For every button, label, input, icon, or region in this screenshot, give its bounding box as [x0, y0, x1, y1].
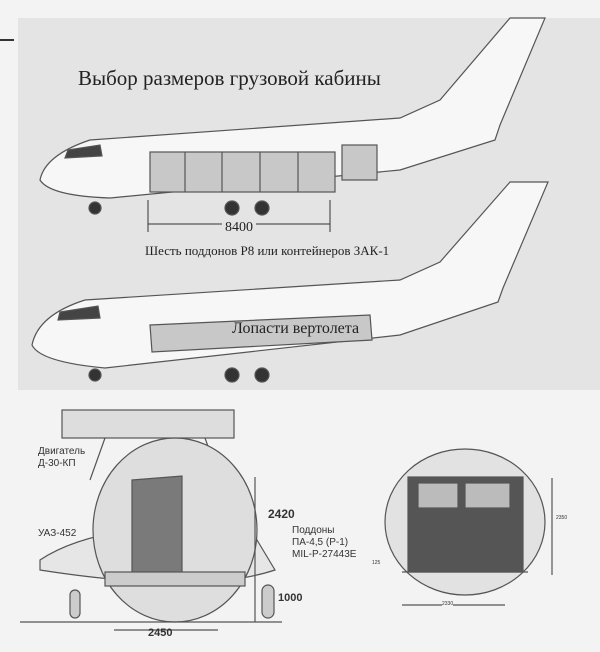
- helicopter-blades-caption: Лопасти вертолета: [232, 320, 360, 337]
- vehicle-label: УАЗ-452: [38, 528, 77, 539]
- section-height-dimension: 2350: [556, 515, 568, 521]
- floor-height-dimension: 1000: [278, 592, 303, 604]
- pallets-label-line2: ПА-4,5 (Р-1): [292, 537, 349, 548]
- diagram-title: Выбор размеров грузовой кабины: [78, 66, 381, 90]
- pallets-label-line1: Поддоны: [292, 525, 335, 536]
- aircraft-side-view-2: [31, 181, 549, 383]
- engine-label-line2: Д-30-КП: [38, 458, 76, 469]
- pallets-caption: Шесть поддонов Р8 или контейнеров ЗАК-1: [145, 243, 390, 258]
- front-height-dimension: 2420: [268, 507, 295, 521]
- aircraft-side-view-1: [39, 17, 546, 216]
- aircraft-front-view: [20, 409, 282, 631]
- pallets-label-line3: MIL-P-27443E: [292, 549, 357, 560]
- cabin-length-dimension: 8400: [222, 220, 256, 236]
- cargo-cabin-section: [384, 448, 553, 606]
- section-floor-dimension: 125: [372, 560, 381, 566]
- front-width-dimension: 2450: [148, 627, 173, 639]
- engine-label-line1: Двигатель: [38, 446, 86, 457]
- section-width-dimension: 2330: [442, 601, 454, 607]
